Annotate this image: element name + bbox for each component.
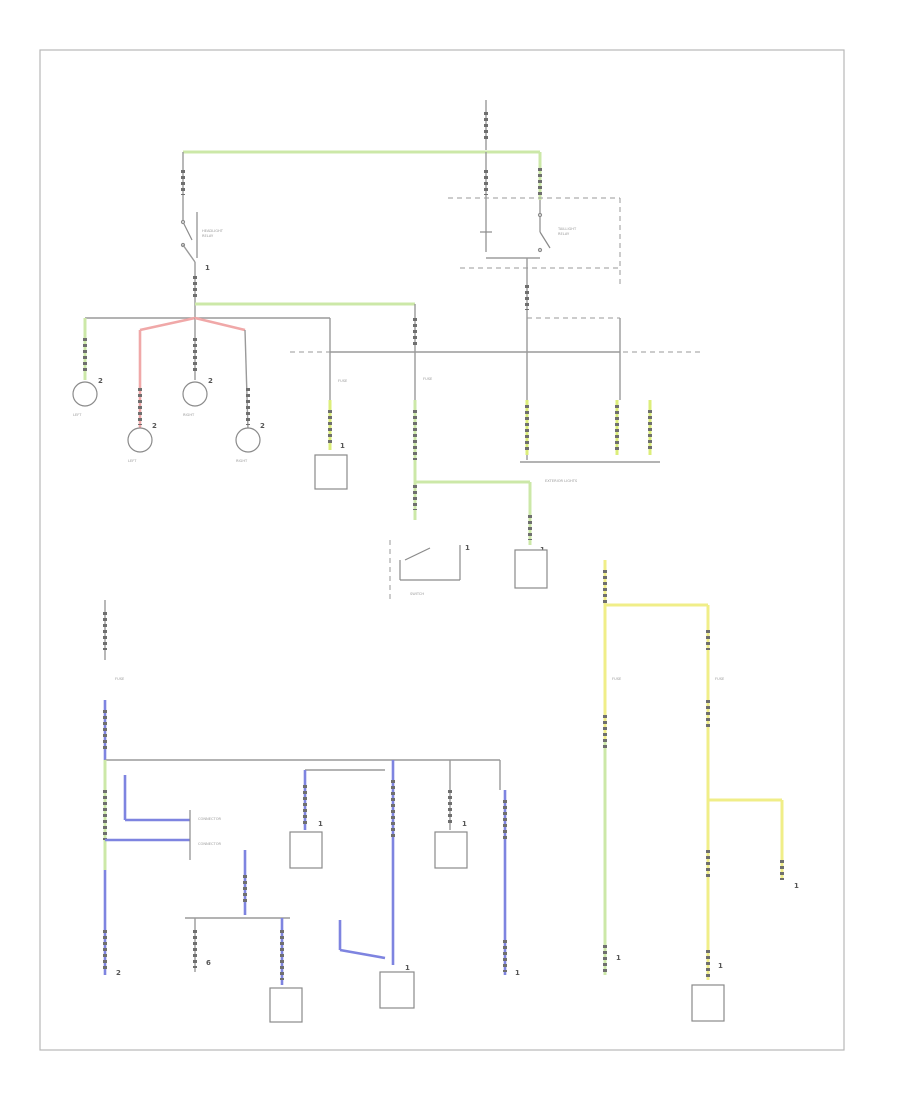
svg-text:2: 2 bbox=[98, 377, 103, 385]
sensor-box bbox=[434, 831, 468, 869]
right-headlamp bbox=[182, 381, 208, 407]
diagram-frame bbox=[39, 49, 845, 1051]
headlamp-group: 2 2 2 2 LEFT LEFT RIGHT RIGHT bbox=[72, 316, 265, 463]
left-high-beam bbox=[127, 427, 153, 453]
svg-text:HEADLIGHT: HEADLIGHT bbox=[202, 229, 224, 233]
svg-text:FUSE: FUSE bbox=[715, 677, 725, 681]
main-power-feed bbox=[181, 100, 542, 210]
svg-text:2: 2 bbox=[260, 422, 265, 430]
svg-text:RELAY: RELAY bbox=[558, 232, 570, 236]
right-bottom-box bbox=[691, 984, 725, 1022]
module-box bbox=[269, 987, 303, 1023]
svg-text:FUSE: FUSE bbox=[612, 677, 622, 681]
right-relay-box: TAILLIGHT RELAY bbox=[448, 197, 621, 352]
svg-text:1: 1 bbox=[465, 544, 470, 552]
svg-text:EXTERIOR LIGHTS: EXTERIOR LIGHTS bbox=[545, 479, 578, 483]
svg-text:FUSE: FUSE bbox=[423, 377, 433, 381]
switch-branch: FUSE 1 1 SWITCH bbox=[389, 352, 548, 600]
svg-text:1: 1 bbox=[616, 954, 621, 962]
pin-label: 1 bbox=[205, 264, 210, 272]
svg-text:SWITCH: SWITCH bbox=[410, 592, 424, 596]
svg-text:1: 1 bbox=[405, 964, 410, 972]
svg-text:LEFT: LEFT bbox=[128, 459, 137, 463]
svg-text:FUSE: FUSE bbox=[338, 379, 348, 383]
svg-text:1: 1 bbox=[794, 882, 799, 890]
svg-text:RIGHT: RIGHT bbox=[236, 459, 248, 463]
control-modules: 1 1 1 1 bbox=[289, 760, 520, 1009]
component-box bbox=[314, 454, 348, 490]
svg-text:2: 2 bbox=[152, 422, 157, 430]
lower-left-circuit: FUSE 2 CONNECTOR CONNECTOR 6 bbox=[103, 600, 500, 1023]
left-headlamp bbox=[72, 381, 98, 407]
svg-text:RELAY: RELAY bbox=[202, 234, 214, 238]
switch-component bbox=[514, 549, 548, 589]
svg-text:1: 1 bbox=[462, 820, 467, 828]
svg-text:LEFT: LEFT bbox=[73, 413, 82, 417]
right-fuse-column: EXTERIOR LIGHTS bbox=[520, 352, 660, 483]
svg-text:2: 2 bbox=[116, 969, 121, 977]
svg-text:CONNECTOR: CONNECTOR bbox=[198, 842, 222, 846]
right-high-beam bbox=[235, 427, 261, 453]
svg-text:CONNECTOR: CONNECTOR bbox=[198, 817, 222, 821]
distribution-bus bbox=[85, 302, 700, 353]
lower-right-circuit: FUSE 1 FUSE 1 1 bbox=[603, 560, 799, 1022]
center-fuse-branch: FUSE 1 bbox=[314, 318, 348, 490]
svg-text:FUSE: FUSE bbox=[115, 677, 125, 681]
svg-text:2: 2 bbox=[208, 377, 213, 385]
svg-text:6: 6 bbox=[206, 959, 211, 967]
electronic-control-module bbox=[379, 971, 415, 1009]
transmission-control-module bbox=[289, 831, 323, 869]
svg-text:1: 1 bbox=[340, 442, 345, 450]
svg-text:1: 1 bbox=[515, 969, 520, 977]
svg-text:1: 1 bbox=[718, 962, 723, 970]
svg-text:RIGHT: RIGHT bbox=[183, 413, 195, 417]
svg-text:1: 1 bbox=[318, 820, 323, 828]
svg-text:TAILLIGHT: TAILLIGHT bbox=[557, 227, 577, 231]
headlight-relay: HEADLIGHT RELAY 1 bbox=[180, 210, 224, 318]
